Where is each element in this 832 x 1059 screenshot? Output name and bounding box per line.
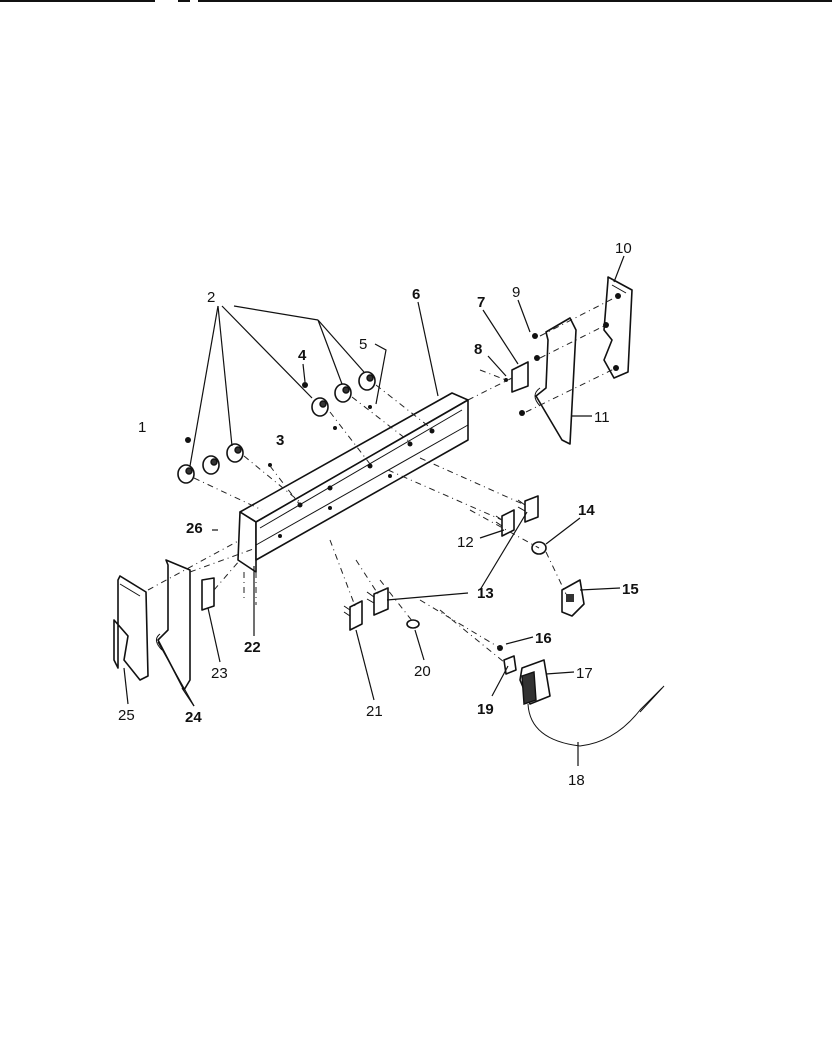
switch-21-b	[366, 587, 389, 616]
callout-9: 9	[512, 284, 520, 301]
knob-1	[177, 464, 195, 484]
callout-10: 10	[615, 240, 632, 257]
indicator-group	[469, 509, 585, 617]
callout-26: 26	[186, 520, 203, 537]
knob-4	[311, 397, 329, 417]
callout-15: 15	[622, 581, 639, 598]
callout-8: 8	[474, 341, 482, 358]
thermostat-group	[519, 659, 665, 747]
knob-6	[358, 371, 376, 391]
callout-13-right: 13	[477, 585, 494, 602]
callout-5: 5	[359, 336, 367, 353]
callout-7: 7	[477, 294, 485, 311]
callout-1: 1	[138, 419, 146, 436]
left-bracket-group	[113, 539, 257, 691]
callout-24: 24	[185, 709, 202, 726]
small-parts	[379, 579, 517, 675]
callout-18: 18	[568, 772, 585, 789]
switch-21-a	[343, 600, 363, 631]
callout-22: 22	[244, 639, 261, 656]
knob-2	[202, 455, 220, 475]
knob-3	[226, 443, 244, 463]
callout-12: 12	[457, 534, 474, 551]
switch-12-b	[517, 495, 539, 523]
callout-labels: 1 2 3 4 5 6 7 8 9 10 11 12 13 14 15 16 1…	[118, 240, 639, 789]
callout-2: 2	[207, 289, 215, 306]
callout-16: 16	[535, 630, 552, 647]
leader-lines	[123, 255, 625, 766]
knob-projection-lines	[193, 384, 433, 511]
right-bracket-group	[467, 276, 633, 445]
callout-21: 21	[366, 703, 383, 720]
callout-14: 14	[578, 502, 595, 519]
callout-4: 4	[298, 347, 307, 364]
callout-11: 11	[594, 409, 610, 426]
callout-19: 19	[477, 701, 494, 718]
knob-group	[177, 371, 376, 484]
callout-6: 6	[412, 286, 420, 303]
switch-group	[329, 457, 539, 631]
callout-25: 25	[118, 707, 135, 724]
callout-17: 17	[576, 665, 593, 682]
callout-3: 3	[276, 432, 284, 449]
callout-20: 20	[414, 663, 431, 680]
callout-23: 23	[211, 665, 228, 682]
control-panel	[237, 392, 469, 573]
knob-5	[334, 383, 352, 403]
